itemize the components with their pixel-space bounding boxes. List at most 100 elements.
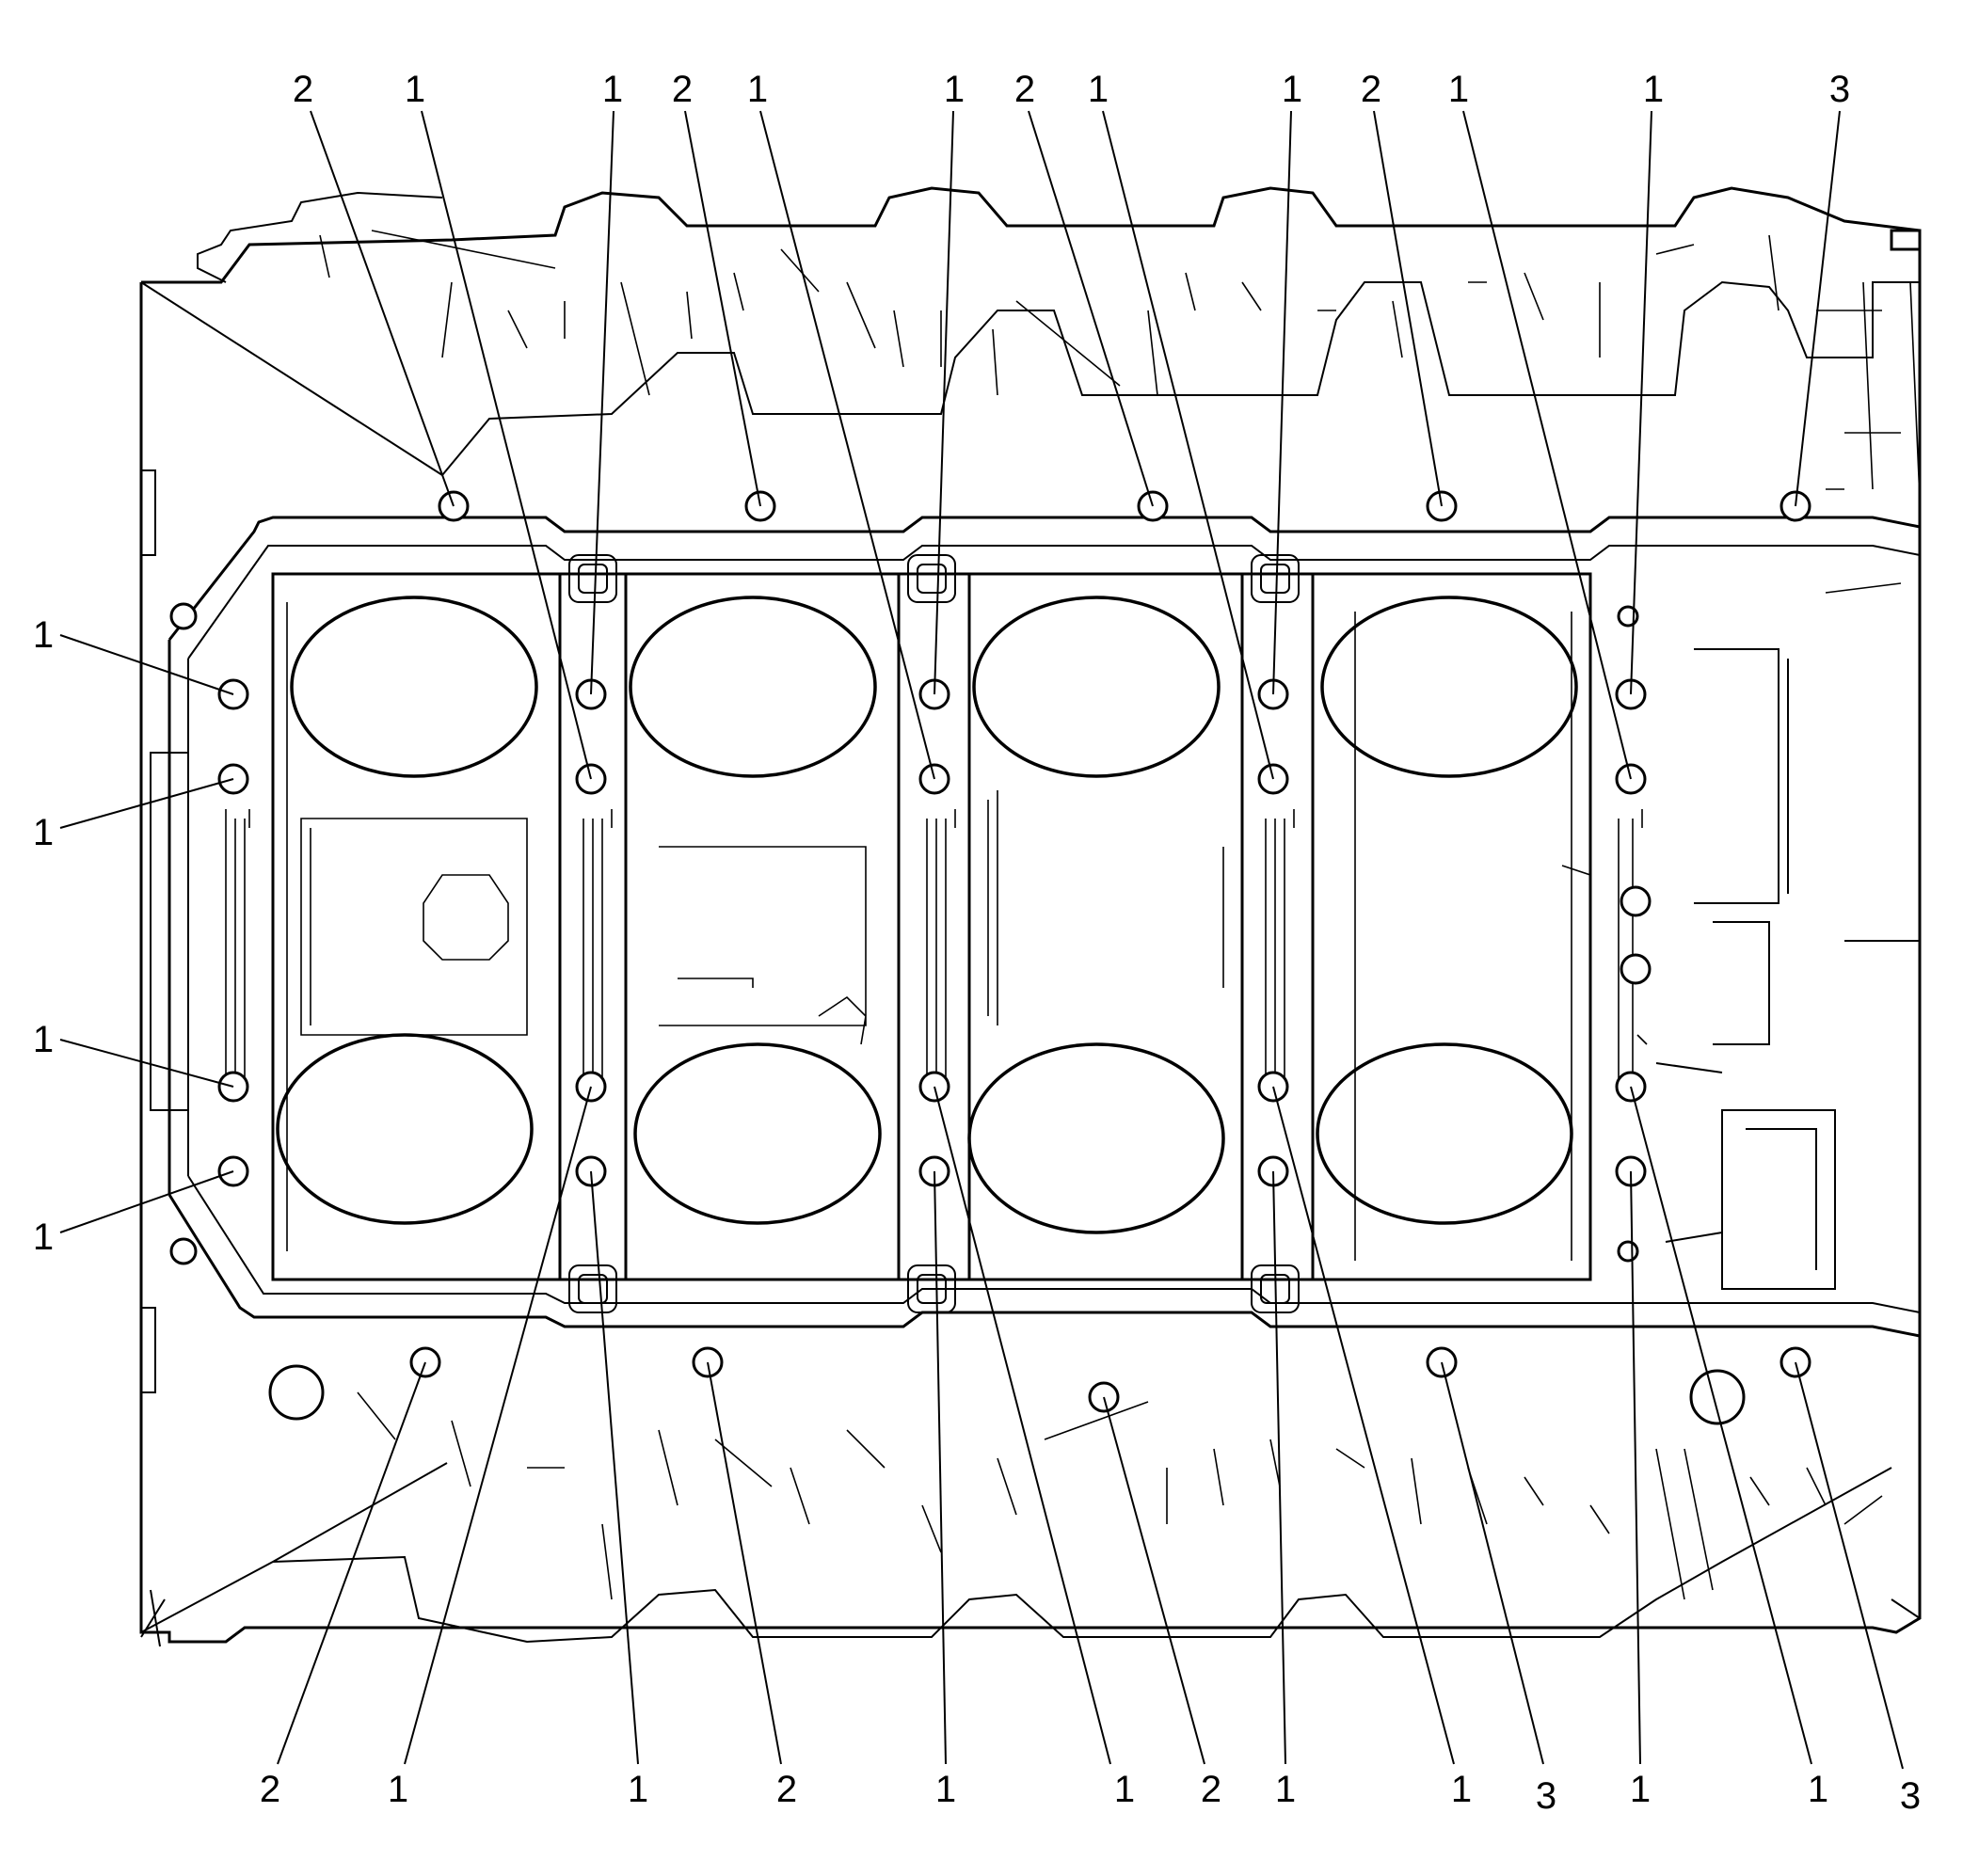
callout-top-11: 1 [1448,69,1469,110]
leader-line-1 [310,110,455,507]
leader-line-6 [934,110,954,695]
main-cap-columns [225,809,1634,1091]
bore-3-lower [967,1042,1225,1234]
callout-top-9: 1 [1282,69,1302,110]
callout-bottom-2: 1 [388,1769,408,1810]
leader-line-18 [277,1361,426,1765]
inner-frame [271,572,1592,1281]
leader-line-17 [59,1170,234,1233]
lifter-boss-5 [907,1264,956,1313]
callout-bottom-4: 2 [776,1769,797,1810]
leader-line-22 [934,1170,947,1765]
callout-bottom-8: 1 [1275,1769,1296,1810]
block-outline [139,186,1922,1644]
callout-top-1: 2 [293,69,313,110]
leader-line-13 [1795,110,1841,507]
leader-line-5 [759,110,935,780]
cap-slot-details [248,809,1643,828]
bore-4-upper [1320,596,1578,778]
leader-line-4 [684,110,761,507]
lifter-boss-1 [568,554,617,603]
engine-block-drawing [139,186,1922,1647]
block-upper-shoulder [140,191,1920,476]
bore-2-lower [633,1042,882,1225]
callout-top-2: 1 [405,69,425,110]
lifter-boss-4-inner [578,1274,608,1304]
leader-line-21 [707,1361,782,1765]
round-plug-lower-right [1689,1369,1746,1425]
leader-line-7 [1028,110,1154,507]
lifter-boss-4 [568,1264,617,1313]
leader-line-11 [1462,110,1632,780]
callout-bottom-1: 2 [260,1769,280,1810]
callout-top-7: 2 [1014,69,1035,110]
leader-line-10 [1373,110,1443,507]
leader-line-24 [1103,1396,1205,1765]
leader-line-15 [59,778,234,829]
lifter-boss-5-inner [917,1274,947,1304]
bay-interior-details [286,602,1648,1261]
callout-left-4: 1 [33,1216,54,1258]
lifter-boss-2 [907,554,956,603]
callout-bottom-12: 1 [1808,1769,1828,1810]
callout-bottom-13: 3 [1900,1775,1921,1817]
leader-line-29 [1630,1086,1812,1765]
dowel-hole-lower-left [169,1237,198,1265]
callout-left-3: 1 [33,1019,54,1060]
casting-details [319,230,1921,1600]
leader-line-30 [1795,1361,1904,1770]
bolt-hole-27 [1620,953,1652,985]
callout-top-4: 2 [672,69,693,110]
callout-bottom-7: 2 [1201,1769,1221,1810]
bore-1-upper [290,596,538,778]
leader-line-28 [1630,1170,1641,1765]
callout-labels: 2 1 1 2 1 1 2 1 1 2 1 1 3 1 1 1 1 2 1 1 … [33,69,1921,1817]
lifter-boss-2-inner [917,564,947,594]
callout-bottom-11: 1 [1630,1769,1651,1810]
bore-3-upper [972,596,1221,778]
callout-bottom-9: 1 [1451,1769,1472,1810]
lifter-bosses [568,554,1300,1313]
small-hole-right-2 [1617,1240,1639,1263]
callout-top-12: 1 [1643,69,1664,110]
callout-top-6: 1 [944,69,965,110]
left-side-details [141,469,189,1647]
callout-top-13: 3 [1829,69,1850,110]
leader-line-3 [590,110,614,695]
leader-line-19 [404,1086,592,1765]
callout-bottom-3: 1 [628,1769,648,1810]
leader-line-2 [421,110,592,780]
leader-line-14 [59,634,234,695]
leader-line-26 [1272,1086,1455,1765]
lifter-boss-3 [1251,554,1300,603]
leader-line-16 [59,1039,234,1088]
callout-top-3: 1 [602,69,623,110]
callout-bottom-5: 1 [935,1769,956,1810]
deck-surface-outer [168,516,1921,1338]
callout-top-10: 2 [1361,69,1381,110]
block-lower-edge [140,1462,1921,1644]
right-side-components [1655,648,1920,1290]
callout-bottom-6: 1 [1114,1769,1135,1810]
dowel-hole-upper-left [169,602,198,630]
callout-left-2: 1 [33,812,54,853]
bolt-hole-26 [1620,885,1652,917]
bay-dividers [558,574,1315,1280]
callout-top-5: 1 [747,69,768,110]
leader-line-9 [1272,110,1292,695]
round-plug-lower-left [268,1364,325,1421]
callout-bottom-10: 3 [1536,1775,1556,1817]
lifter-boss-1-inner [578,564,608,594]
leader-line-20 [590,1170,639,1765]
callout-left-1: 1 [33,614,54,656]
leader-line-12 [1630,110,1652,695]
bore-2-upper [629,596,877,778]
leader-line-23 [934,1086,1111,1765]
leader-line-27 [1441,1361,1544,1765]
lifter-boss-3-inner [1260,564,1290,594]
callout-top-8: 1 [1088,69,1109,110]
leader-lines [59,110,1904,1770]
leader-line-25 [1272,1170,1286,1765]
bore-1-lower [276,1033,534,1225]
